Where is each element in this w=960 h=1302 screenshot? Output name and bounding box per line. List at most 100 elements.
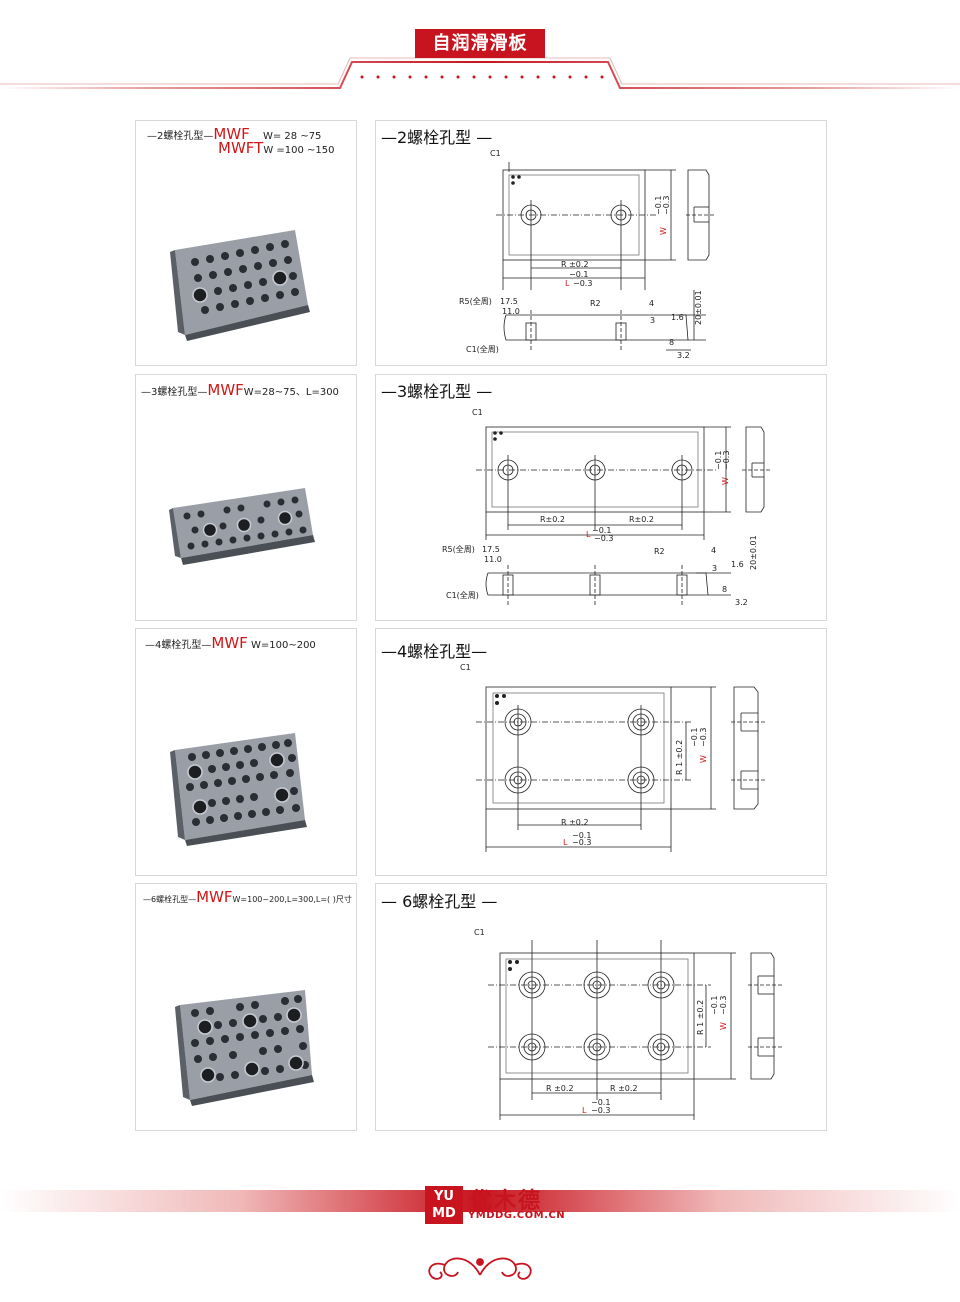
technical-drawing-2bolt: C1 R ±0.2 −0.1 L −0.3 W −0.1 −0.3 R5(全周)…: [459, 149, 716, 360]
photo-label-3bolt: —3螺栓孔型—MWFW=28~75、L=300: [141, 381, 339, 399]
dim-w: W: [721, 477, 730, 485]
dim-w: W: [719, 1022, 728, 1030]
drawing-title-4bolt: —4螺栓孔型—: [381, 642, 488, 661]
dim-4: 4: [649, 299, 654, 308]
technical-drawing-3bolt: C1 R±0.2 R±0.2 −0.1 L −0.3 W −0.1 −0.3 R…: [442, 408, 771, 607]
model-name: MWF: [213, 125, 250, 143]
dim-r-tol: −0.1: [592, 526, 611, 535]
dim-r1: R 1 ±0.2: [675, 740, 684, 775]
drawing-title-6bolt: — 6螺栓孔型 —: [381, 892, 498, 911]
dim-r1: R 1 ±0.2: [696, 1000, 705, 1035]
dim-l-tol: −0.3: [572, 838, 591, 847]
page-title: 自润滑滑板: [415, 29, 545, 58]
dim-16: 1.6: [731, 560, 744, 569]
spec-text: W= 28 ~75: [262, 131, 322, 142]
dim-c1: C1: [474, 928, 485, 937]
dim-w-tol2: −0.3: [722, 451, 731, 470]
model-name: MWF: [196, 888, 233, 906]
drawing-title-3bolt: —3螺栓孔型 —: [381, 382, 493, 401]
dim-r: R ±0.2: [561, 260, 589, 269]
dim-l-tol: −0.3: [594, 534, 613, 543]
dim-w-tol1: −0.1: [654, 196, 663, 215]
dim-r2: R2: [590, 299, 601, 308]
drawing-panel-6bolt: [375, 883, 827, 1131]
model-name: MWF: [207, 381, 244, 399]
dim-w-tol1: −0.1: [714, 451, 723, 470]
dim-175: 17.5: [500, 297, 518, 306]
dim-3: 3: [650, 316, 655, 325]
dim-c1-all: C1(全周): [466, 344, 499, 354]
dim-c1: C1: [472, 408, 483, 417]
product-photo-2bolt: [170, 230, 310, 341]
brand-name: 优木德: [470, 1189, 543, 1214]
dim-l-tol: −0.3: [573, 279, 592, 288]
photo-label-2bolt-b: MWFTW =100 ~150: [218, 139, 335, 157]
dim-l-tol: −0.3: [591, 1106, 610, 1115]
product-photo-4bolt: [170, 733, 307, 846]
dim-r: R ±0.2: [561, 818, 589, 827]
dim-8: 8: [722, 585, 727, 594]
dim-110: 11.0: [484, 555, 502, 564]
ornament-icon: [428, 1257, 532, 1280]
dim-110: 11.0: [502, 307, 520, 316]
model-name-2: MWFT: [218, 139, 264, 157]
dim-w-tol1: −0.1: [690, 728, 699, 747]
dim-w-tol1: −0.1: [710, 996, 719, 1015]
dim-r5: R5(全周): [442, 544, 475, 554]
dim-16: 1.6: [671, 313, 684, 322]
dim-32: 3.2: [677, 351, 690, 360]
dim-l: L: [586, 530, 591, 539]
dim-w-tol2: −0.3: [719, 996, 728, 1015]
dim-r-tol: −0.1: [591, 1098, 610, 1107]
dim-l: L: [582, 1106, 587, 1115]
product-photo-3bolt: [169, 488, 315, 565]
spec-text-2: W =100 ~150: [263, 145, 335, 156]
spec-text: W=100~200: [250, 640, 316, 651]
dim-175: 17.5: [482, 545, 500, 554]
spec-text: W=28~75、L=300: [243, 387, 339, 398]
dim-l: L: [565, 279, 570, 288]
photo-label-4bolt: —4螺栓孔型—MWF W=100~200: [145, 634, 316, 652]
dim-r-right: R ±0.2: [610, 1084, 638, 1093]
header-frame: [0, 57, 960, 89]
spec-text: W=100~200,L=300,L=( )尺寸: [232, 895, 352, 904]
dim-w-tol2: −0.3: [699, 728, 708, 747]
footer-decoration: [0, 1190, 960, 1280]
dim-r-tol: −0.1: [569, 270, 588, 279]
label-prefix: —3螺栓孔型—: [141, 387, 208, 398]
dim-32: 3.2: [735, 598, 748, 607]
logo-top: YU: [434, 1189, 454, 1204]
dim-3: 3: [712, 564, 717, 573]
dim-l: L: [563, 838, 568, 847]
dim-r-left: R±0.2: [540, 515, 565, 524]
model-name: MWF: [211, 634, 248, 652]
dim-w: W: [699, 755, 708, 763]
dim-20: 20±0.01: [749, 535, 758, 570]
drawing-panel-2bolt: [375, 120, 827, 366]
dim-c1-all: C1(全周): [446, 590, 479, 600]
dim-r-tol: −0.1: [572, 831, 591, 840]
label-prefix: —6螺栓孔型—: [143, 895, 197, 904]
dim-c1: C1: [490, 149, 501, 158]
photo-label-2bolt: —2螺栓孔型—MWF W= 28 ~75: [147, 125, 321, 143]
drawing-panel-4bolt: [375, 628, 827, 876]
logo-bottom: MD: [432, 1206, 456, 1221]
drawing-panel-3bolt: [375, 374, 827, 621]
dim-w-tol2: −0.3: [662, 196, 671, 215]
dim-r2: R2: [654, 547, 665, 556]
technical-drawing-6bolt: C1 R ±0.2 R ±0.2 −0.1 L −0.3 R 1 ±0.2 W …: [474, 928, 784, 1120]
dim-4: 4: [711, 546, 716, 555]
drawing-title-2bolt: —2螺栓孔型 —: [381, 128, 493, 147]
dim-20: 20±0.01: [694, 290, 703, 325]
label-prefix: —4螺栓孔型—: [145, 640, 212, 651]
dim-c1: C1: [460, 663, 471, 672]
photo-label-6bolt: —6螺栓孔型—MWFW=100~200,L=300,L=( )尺寸: [143, 888, 352, 906]
dim-w: W: [659, 227, 668, 235]
dim-8: 8: [669, 338, 674, 347]
product-photo-6bolt: [175, 990, 314, 1106]
label-prefix: —2螺栓孔型—: [147, 131, 214, 142]
dim-r-right: R±0.2: [629, 515, 654, 524]
dim-r-left: R ±0.2: [546, 1084, 574, 1093]
brand-logo: YU MD: [425, 1186, 463, 1224]
dim-r5: R5(全周): [459, 296, 492, 306]
